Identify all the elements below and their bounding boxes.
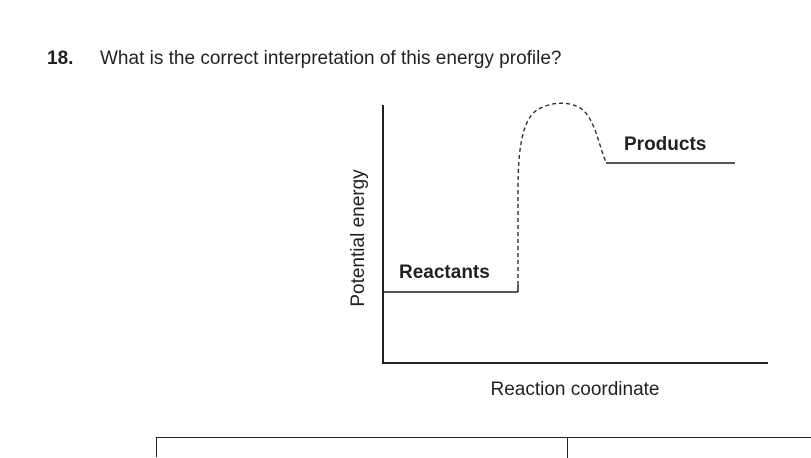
activation-energy-curve [517, 102, 607, 285]
energy-profile-diagram: Reactants Products Reaction coordinate P… [348, 102, 768, 400]
question-text: What is the correct interpretation of th… [100, 48, 562, 69]
question-number: 18. [47, 48, 74, 69]
answer-options-table [156, 437, 811, 458]
reactants-label: Reactants [399, 262, 490, 283]
y-axis-label: Potential energy [348, 169, 369, 307]
table-column-divider [567, 438, 568, 458]
products-label: Products [624, 134, 706, 155]
x-axis-label: Reaction coordinate [491, 379, 660, 400]
